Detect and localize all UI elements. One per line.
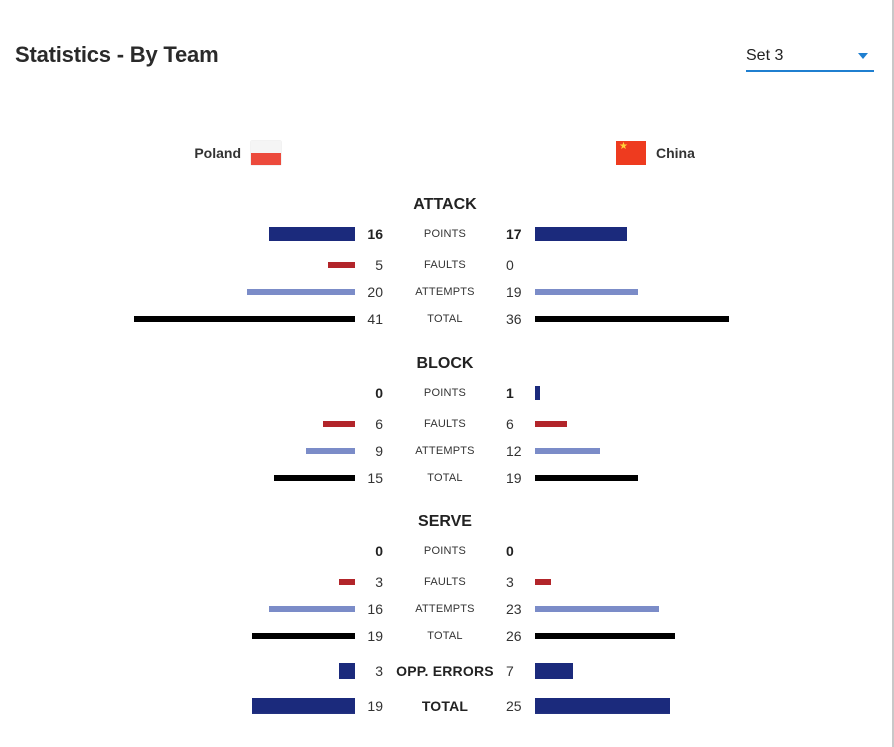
stat-label: POINTS bbox=[423, 387, 467, 399]
stat-row: POINTS 16 17 bbox=[0, 224, 894, 244]
chevron-down-icon bbox=[858, 53, 868, 59]
team-left: Poland bbox=[184, 140, 281, 166]
left-value: 20 bbox=[367, 284, 383, 300]
left-bar bbox=[328, 262, 355, 268]
left-value: 0 bbox=[375, 385, 383, 401]
stat-label: TOTAL bbox=[427, 472, 463, 484]
right-bar bbox=[535, 633, 676, 639]
left-value: 16 bbox=[367, 601, 383, 617]
stat-row: FAULTS 3 3 bbox=[0, 572, 894, 592]
left-bar bbox=[338, 579, 355, 585]
left-bar bbox=[252, 633, 355, 639]
stat-label: OPP. ERRORS bbox=[396, 663, 494, 679]
bottom-fade bbox=[0, 712, 892, 747]
right-value: 36 bbox=[506, 311, 522, 327]
page-right-border bbox=[892, 0, 894, 747]
right-bar bbox=[535, 663, 573, 679]
left-bar bbox=[322, 421, 355, 427]
stat-label: TOTAL bbox=[421, 698, 469, 714]
right-value: 6 bbox=[506, 416, 514, 432]
right-value: 26 bbox=[506, 628, 522, 644]
right-value: 1 bbox=[506, 385, 514, 401]
left-value: 15 bbox=[367, 470, 383, 486]
right-bar bbox=[535, 227, 627, 241]
right-bar bbox=[535, 475, 638, 481]
right-value: 19 bbox=[506, 284, 522, 300]
team-right-name: China bbox=[656, 145, 695, 161]
right-value: 7 bbox=[506, 663, 514, 679]
left-value: 3 bbox=[375, 663, 383, 679]
stat-row: TOTAL 19 26 bbox=[0, 626, 894, 646]
stat-row: ATTEMPTS 16 23 bbox=[0, 599, 894, 619]
stat-label: ATTEMPTS bbox=[415, 603, 475, 615]
stat-label: TOTAL bbox=[427, 313, 463, 325]
section-title-serve: SERVE bbox=[418, 513, 472, 530]
left-bar bbox=[247, 289, 355, 295]
left-bar bbox=[268, 606, 355, 612]
left-bar bbox=[306, 448, 355, 454]
left-bar bbox=[338, 663, 355, 679]
stat-label: FAULTS bbox=[424, 418, 466, 430]
right-bar bbox=[535, 448, 600, 454]
poland-flag-icon bbox=[251, 141, 281, 165]
stat-row: FAULTS 5 0 bbox=[0, 255, 894, 275]
right-value: 25 bbox=[506, 698, 522, 714]
right-bar bbox=[535, 386, 541, 400]
left-value: 41 bbox=[367, 311, 383, 327]
left-bar bbox=[252, 698, 355, 714]
stat-row: TOTAL 41 36 bbox=[0, 309, 894, 329]
page-title: Statistics - By Team bbox=[15, 42, 219, 67]
right-bar bbox=[535, 316, 730, 322]
team-right: ★ China bbox=[616, 140, 705, 166]
stat-row: ATTEMPTS 20 19 bbox=[0, 282, 894, 302]
right-value: 12 bbox=[506, 443, 522, 459]
right-bar bbox=[535, 698, 670, 714]
left-value: 19 bbox=[367, 698, 383, 714]
right-value: 17 bbox=[506, 226, 522, 242]
left-value: 3 bbox=[375, 574, 383, 590]
left-bar bbox=[133, 316, 355, 322]
left-value: 5 bbox=[375, 257, 383, 273]
summary-row: OPP. ERRORS 3 7 bbox=[0, 661, 894, 681]
left-value: 9 bbox=[375, 443, 383, 459]
right-value: 0 bbox=[506, 543, 514, 559]
stat-row: POINTS 0 1 bbox=[0, 383, 894, 403]
china-flag-icon: ★ bbox=[616, 141, 646, 165]
set-select-dropdown[interactable]: Set 3 bbox=[746, 44, 874, 72]
right-value: 3 bbox=[506, 574, 514, 590]
right-value: 23 bbox=[506, 601, 522, 617]
stat-row: TOTAL 15 19 bbox=[0, 468, 894, 488]
stat-row: POINTS 0 0 bbox=[0, 541, 894, 561]
team-left-name: Poland bbox=[194, 145, 241, 161]
right-value: 19 bbox=[506, 470, 522, 486]
right-value: 0 bbox=[506, 257, 514, 273]
stat-label: FAULTS bbox=[424, 259, 466, 271]
section-title-block: BLOCK bbox=[416, 355, 474, 372]
stat-row: ATTEMPTS 9 12 bbox=[0, 441, 894, 461]
stat-label: ATTEMPTS bbox=[415, 286, 475, 298]
left-value: 0 bbox=[375, 543, 383, 559]
stat-label: POINTS bbox=[423, 228, 467, 240]
summary-row: TOTAL 19 25 bbox=[0, 696, 894, 716]
section-title-attack: ATTACK bbox=[413, 196, 477, 213]
left-bar bbox=[274, 475, 355, 481]
stat-row: FAULTS 6 6 bbox=[0, 414, 894, 434]
right-bar bbox=[535, 289, 638, 295]
left-bar bbox=[268, 227, 355, 241]
right-bar bbox=[535, 421, 568, 427]
left-value: 16 bbox=[367, 226, 383, 242]
right-bar bbox=[535, 606, 660, 612]
stat-label: POINTS bbox=[423, 545, 467, 557]
left-value: 6 bbox=[375, 416, 383, 432]
stat-label: FAULTS bbox=[424, 576, 466, 588]
set-select-value: Set 3 bbox=[746, 47, 784, 64]
stat-label: TOTAL bbox=[427, 630, 463, 642]
left-value: 19 bbox=[367, 628, 383, 644]
right-bar bbox=[535, 579, 552, 585]
stat-label: ATTEMPTS bbox=[415, 445, 475, 457]
